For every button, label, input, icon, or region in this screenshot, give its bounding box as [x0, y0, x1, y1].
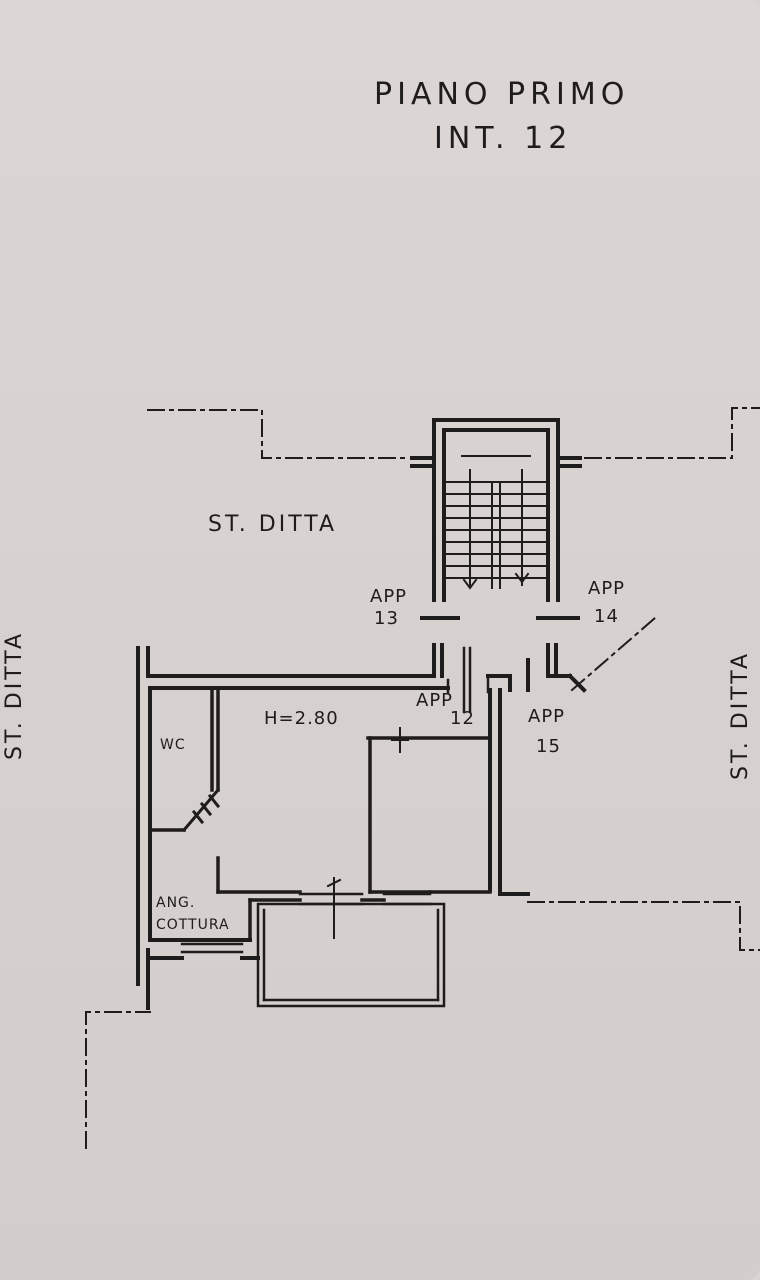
- wc-door: [181, 787, 221, 833]
- label-cottura-line2: COTTURA: [156, 917, 230, 933]
- stairwell: [410, 418, 582, 620]
- label-st-ditta-top: ST. DITTA: [208, 512, 338, 537]
- property-boundary-lines: [85, 407, 760, 1149]
- label-ceiling-height: H=2.80: [264, 708, 339, 729]
- label-app-12-prefix: APP: [416, 690, 454, 711]
- balcony: [180, 892, 446, 1008]
- door-marks: [326, 727, 409, 939]
- floor-title: PIANO PRIMO: [374, 77, 630, 112]
- label-app-12-number: 12: [450, 708, 475, 729]
- label-cottura-line1: ANG.: [156, 895, 196, 911]
- stair-treads: [445, 455, 547, 590]
- interior-walls: [150, 688, 492, 942]
- label-app-13-number: 13: [374, 608, 399, 629]
- entrance-door: [446, 646, 490, 714]
- label-app-13-prefix: APP: [370, 586, 408, 607]
- apartment-walls: [136, 643, 587, 1010]
- unit-number: INT. 12: [434, 121, 573, 156]
- label-app-14-prefix: APP: [588, 578, 626, 599]
- label-app-15-number: 15: [536, 736, 561, 757]
- label-st-ditta-right: ST. DITTA: [728, 650, 753, 780]
- label-wc: WC: [160, 737, 186, 753]
- label-st-ditta-left: ST. DITTA: [2, 630, 27, 760]
- label-app-15-prefix: APP: [528, 706, 566, 727]
- label-app-14-number: 14: [594, 606, 619, 627]
